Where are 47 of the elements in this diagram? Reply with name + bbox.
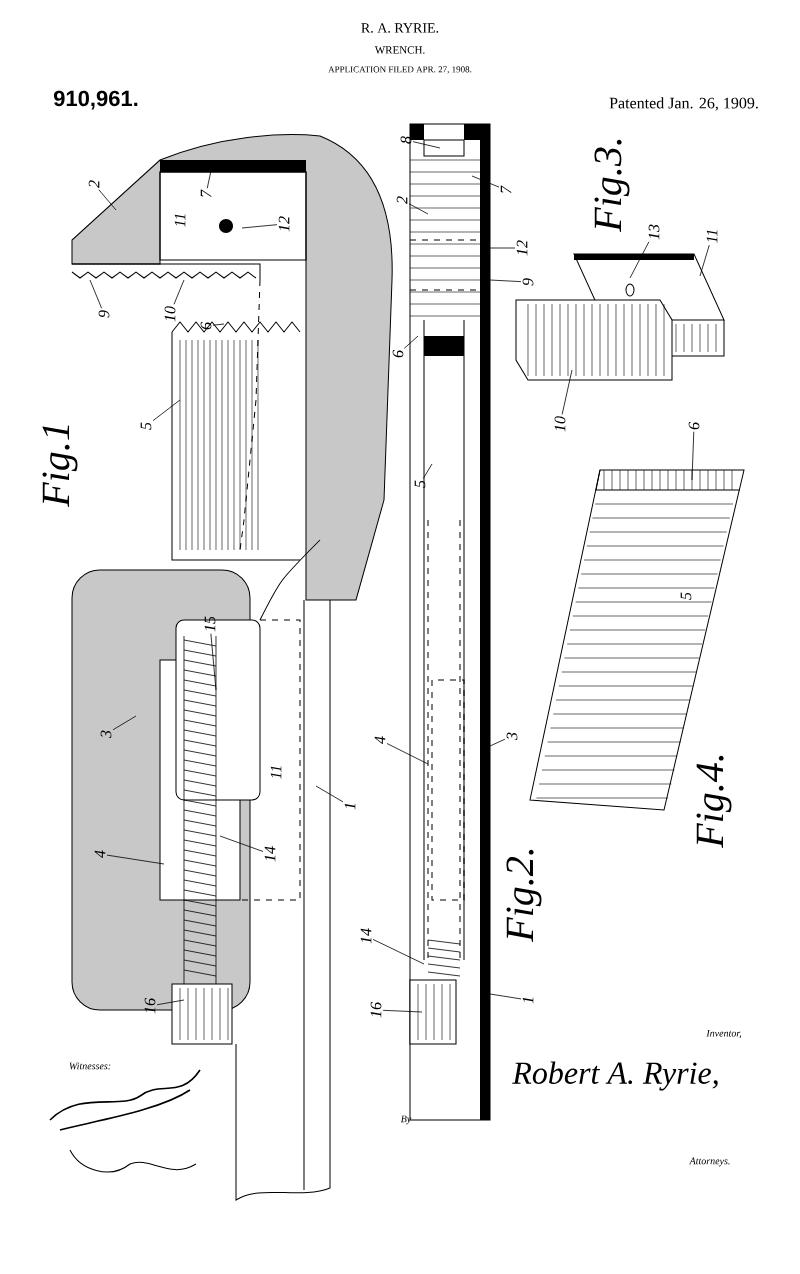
leader-line — [106, 854, 165, 865]
leader-line — [489, 738, 506, 747]
leader-line — [382, 1009, 423, 1013]
leader-line — [212, 323, 225, 326]
leader-line — [89, 279, 103, 309]
leader-line — [423, 463, 433, 479]
reference-numeral: 2 — [396, 196, 408, 204]
leader-line — [112, 715, 137, 731]
reference-numeral: 3 — [506, 732, 518, 741]
figure-label: Fig.4. — [696, 755, 732, 848]
jaw-drawing — [515, 253, 725, 381]
leader-line — [489, 279, 522, 283]
figure-label: Fig.3. — [594, 139, 630, 232]
figure-label: Fig.1 — [42, 425, 78, 507]
patent-number: 910,961. — [53, 90, 138, 110]
leader-line — [489, 247, 516, 249]
patent-date: Patented Jan. 26, 1909. — [609, 97, 758, 111]
reference-numeral: 11 — [706, 230, 718, 243]
reference-numeral: 12 — [516, 240, 528, 256]
reference-numeral: 7 — [500, 185, 512, 194]
leader-line — [699, 244, 710, 277]
leader-line — [315, 785, 344, 803]
leader-line — [152, 399, 181, 422]
side-view-drawing — [409, 123, 491, 1121]
leader-line — [241, 224, 278, 229]
leader-line — [98, 189, 117, 211]
leader-line — [412, 141, 441, 149]
leader-line — [408, 203, 429, 215]
leader-line — [691, 431, 695, 481]
reference-numeral: 1 — [522, 997, 534, 1004]
reference-numeral: 10 — [554, 416, 566, 432]
leader-line — [489, 993, 522, 1000]
leader-line — [219, 835, 264, 852]
leader-line — [156, 999, 185, 1006]
reference-numeral: 6 — [392, 350, 404, 358]
leader-line — [561, 369, 573, 415]
leader-line — [471, 175, 500, 188]
leader-line — [403, 335, 419, 349]
reference-numeral: 13 — [648, 224, 660, 240]
figure-label: Fig.2. — [506, 849, 542, 942]
leader-line — [372, 939, 425, 965]
reference-numeral: 6 — [688, 422, 700, 430]
leader-line — [629, 241, 650, 279]
reference-numeral: 8 — [400, 136, 412, 144]
leader-line — [210, 633, 217, 691]
leader-line — [386, 743, 429, 765]
leader-line — [173, 279, 185, 305]
